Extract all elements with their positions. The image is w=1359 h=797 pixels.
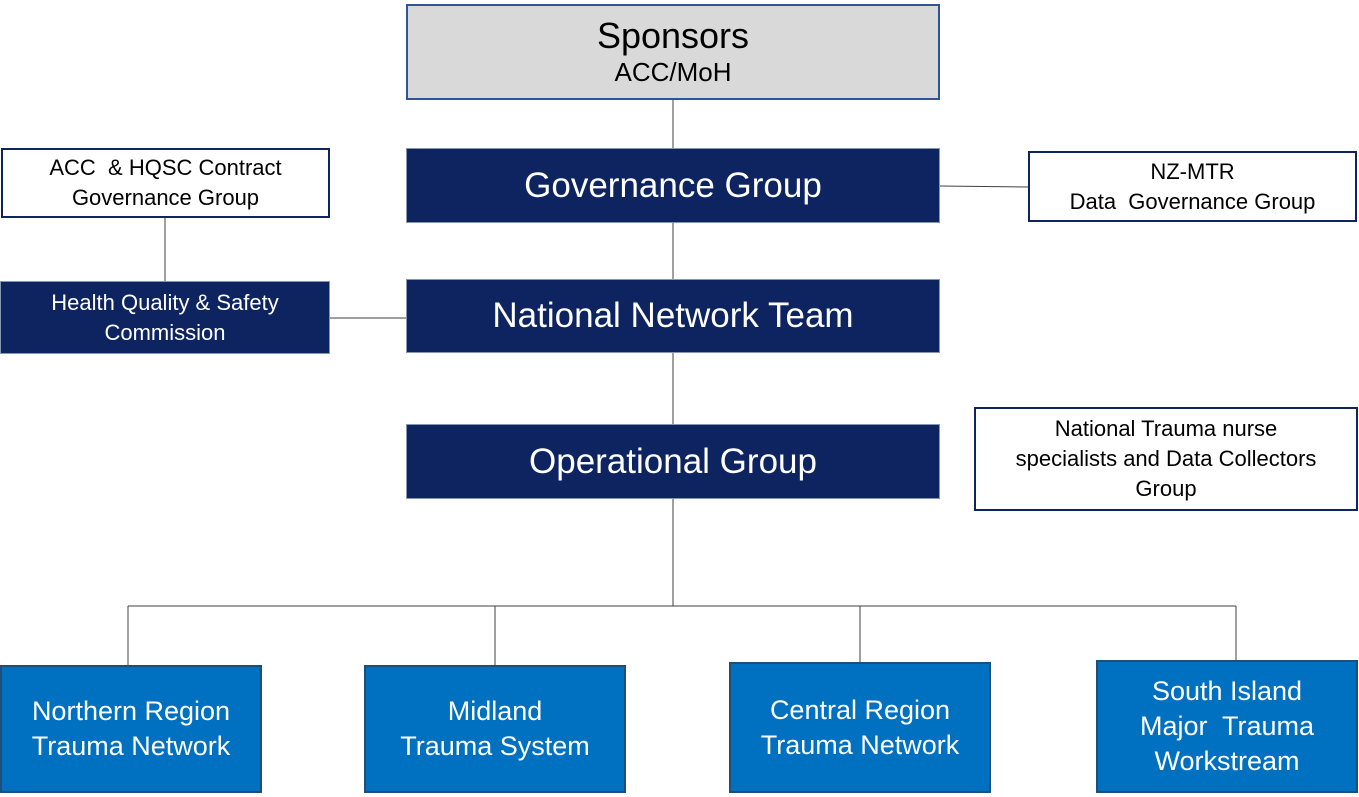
south-island-line3: Workstream <box>1154 746 1300 776</box>
nz-mtr-box: NZ-MTR Data Governance Group <box>1028 151 1357 222</box>
nz-mtr-line2: Data Governance Group <box>1069 188 1316 214</box>
central-region-box: Central Region Trauma Network <box>729 662 991 793</box>
south-island-line1: South Island <box>1151 676 1303 706</box>
contract-governance-line2: Governance Group <box>71 185 260 210</box>
national-network-team-label: National Network Team <box>492 296 854 335</box>
governance-group-box: Governance Group <box>406 148 940 223</box>
nurse-specialists-group-box: National Trauma nurse specialists and Da… <box>974 407 1358 511</box>
nurse-specialists-line3: Group <box>1135 476 1197 501</box>
south-island-box: South Island Major Trauma Workstream <box>1096 660 1358 793</box>
nurse-specialists-line1: National Trauma nurse <box>1054 416 1278 441</box>
midland-line1: Midland <box>447 696 543 726</box>
south-island-line2: Major Trauma <box>1139 711 1315 741</box>
northern-region-line1: Northern Region <box>31 696 231 726</box>
hqsc-box: Health Quality & Safety Commission <box>0 281 330 354</box>
hqsc-line2: Commission <box>104 319 226 345</box>
midland-line2: Trauma System <box>400 731 590 761</box>
northern-region-line2: Trauma Network <box>31 731 231 761</box>
midland-box: Midland Trauma System <box>364 665 626 793</box>
nz-mtr-line1: NZ-MTR <box>1150 158 1235 184</box>
sponsors-title: Sponsors <box>596 15 750 56</box>
national-network-team-box: National Network Team <box>406 279 940 353</box>
connector-governance-mtr <box>939 185 1029 188</box>
central-region-line2: Trauma Network <box>760 729 960 760</box>
northern-region-box: Northern Region Trauma Network <box>0 665 262 793</box>
nurse-specialists-line2: specialists and Data Collectors <box>1015 446 1317 471</box>
contract-governance-line1: ACC & HQSC Contract <box>49 155 282 180</box>
governance-group-label: Governance Group <box>524 165 822 205</box>
sponsors-box: Sponsors ACC/MoH <box>406 4 940 100</box>
operational-group-box: Operational Group <box>406 424 940 499</box>
sponsors-subtitle: ACC/MoH <box>614 57 732 87</box>
hqsc-line1: Health Quality & Safety <box>51 289 279 315</box>
operational-group-label: Operational Group <box>529 441 817 481</box>
central-region-line1: Central Region <box>769 694 951 725</box>
contract-governance-group-box: ACC & HQSC Contract Governance Group <box>1 148 330 218</box>
